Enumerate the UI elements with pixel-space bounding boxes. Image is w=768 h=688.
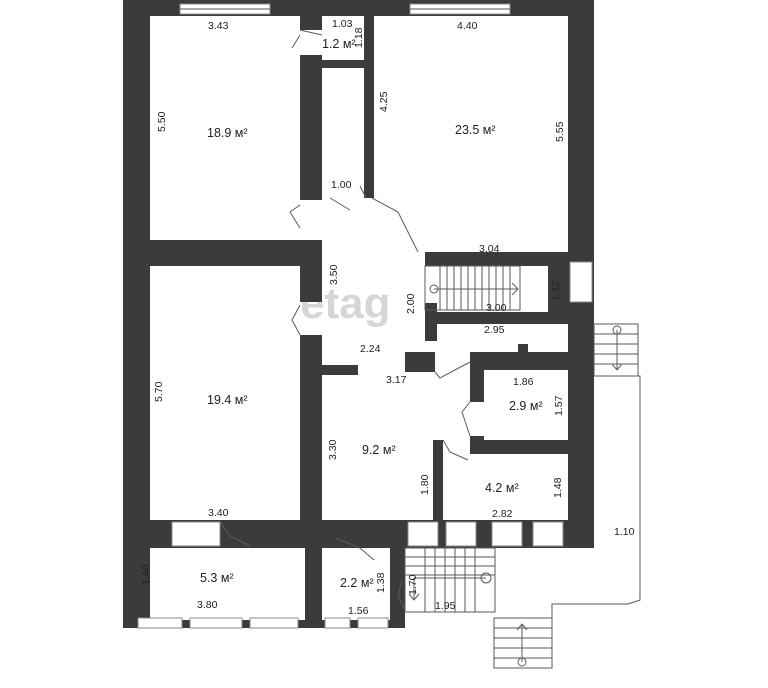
porch-stairs-bottom bbox=[493, 617, 553, 669]
dimension-labels: 3.43 1.03 4.40 1.00 3.04 3.00 2.95 2.24 … bbox=[140, 18, 635, 617]
dim-label: 1.56 bbox=[348, 605, 369, 617]
area-room-ne: 23.5 м² bbox=[455, 123, 496, 137]
dim-label: 1.95 bbox=[435, 600, 456, 612]
interior-walls bbox=[150, 16, 568, 548]
dim-label: 1.12 bbox=[550, 280, 562, 301]
area-room-e: 4.2 м² bbox=[485, 481, 519, 495]
dim-label: 1.40 bbox=[140, 564, 152, 585]
dim-label: 3.40 bbox=[208, 507, 229, 519]
dim-label: 4.25 bbox=[378, 91, 390, 112]
area-room-nw: 18.9 м² bbox=[207, 126, 248, 140]
dim-label: 5.55 bbox=[554, 121, 566, 142]
dim-label: 3.50 bbox=[328, 264, 340, 285]
terrace-outline bbox=[494, 375, 641, 618]
dim-label: 1.10 bbox=[614, 526, 635, 538]
dim-label: 4.40 bbox=[457, 20, 478, 32]
area-hall: 9.2 м² bbox=[362, 443, 396, 457]
doors bbox=[219, 29, 471, 611]
dim-label: 3.30 bbox=[327, 439, 339, 460]
entrance-staircase bbox=[404, 547, 496, 613]
dim-label: 1.80 bbox=[419, 474, 431, 495]
area-room-sw: 5.3 м² bbox=[200, 571, 234, 585]
dim-label: 1.57 bbox=[553, 395, 565, 416]
dim-label: 2.24 bbox=[360, 343, 381, 355]
windows bbox=[137, 3, 593, 629]
dim-label: 1.70 bbox=[407, 574, 419, 595]
dim-label: 1.48 bbox=[552, 477, 564, 498]
dim-label: 1.86 bbox=[513, 376, 534, 388]
dim-label: 2.95 bbox=[484, 324, 505, 336]
dim-label: 2.82 bbox=[492, 508, 513, 520]
dim-label: 5.70 bbox=[153, 381, 165, 402]
dim-label: 3.17 bbox=[386, 374, 407, 386]
area-room-s: 2.2 м² bbox=[340, 576, 374, 590]
dim-label: 3.00 bbox=[486, 302, 507, 314]
dim-label: 5.50 bbox=[156, 111, 168, 132]
porch-stairs-right bbox=[593, 323, 639, 377]
dim-label: 1.00 bbox=[331, 179, 352, 191]
area-room-w: 19.4 м² bbox=[207, 393, 248, 407]
interior-staircase bbox=[424, 265, 521, 311]
dim-label: 1.38 bbox=[375, 572, 387, 593]
dim-label: 2.00 bbox=[405, 293, 417, 314]
dim-label: 1.03 bbox=[332, 18, 353, 30]
room-areas: 18.9 м² 23.5 м² 1.2 м² 19.4 м² 9.2 м² 2.… bbox=[200, 37, 543, 590]
dim-label: 1.18 bbox=[353, 27, 365, 48]
area-closet-top: 1.2 м² bbox=[322, 37, 356, 51]
dim-label: 3.80 bbox=[197, 599, 218, 611]
dim-label: 3.43 bbox=[208, 20, 229, 32]
area-room-small-e: 2.9 м² bbox=[509, 399, 543, 413]
dim-label: 3.04 bbox=[479, 243, 500, 255]
